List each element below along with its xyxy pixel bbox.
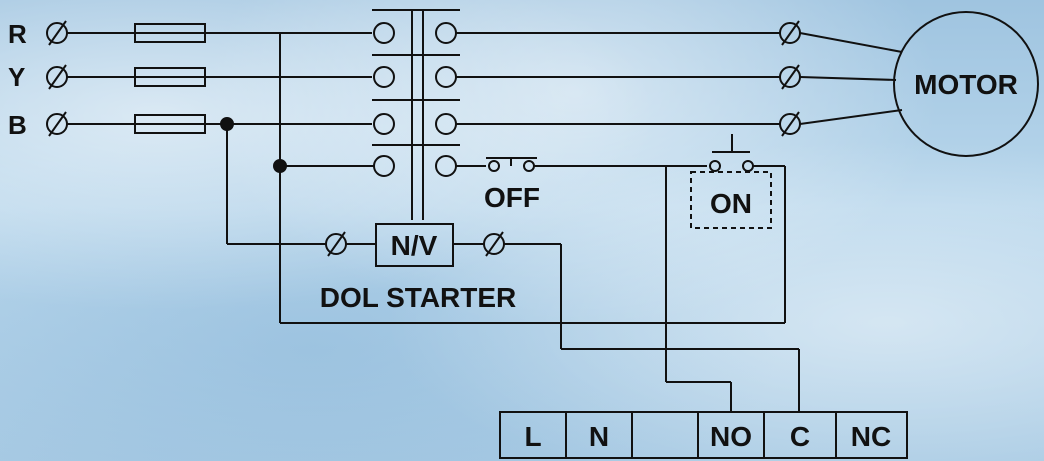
input-terminal-b bbox=[46, 111, 68, 137]
terminal-block bbox=[499, 411, 908, 459]
phase-label-y: Y bbox=[8, 62, 25, 92]
nv-terminal-left bbox=[325, 231, 347, 257]
input-terminal-y bbox=[46, 64, 68, 90]
dol-starter-label: DOL STARTER bbox=[320, 282, 517, 313]
motor bbox=[893, 11, 1039, 157]
off-pushbutton bbox=[486, 157, 537, 172]
nv-label: N/V bbox=[391, 230, 438, 261]
nv-terminal-right bbox=[483, 231, 505, 257]
terminal-no: NO bbox=[710, 421, 752, 452]
contactor bbox=[372, 9, 460, 220]
phase-label-r: R bbox=[8, 19, 27, 49]
off-label: OFF bbox=[484, 182, 540, 213]
terminal-l: L bbox=[524, 421, 541, 452]
on-label: ON bbox=[710, 188, 752, 219]
motor-terminal-1 bbox=[779, 20, 801, 46]
terminal-c: C bbox=[790, 421, 810, 452]
terminal-nc: NC bbox=[851, 421, 891, 452]
phase-label-b: B bbox=[8, 110, 27, 140]
on-pushbutton bbox=[690, 134, 772, 229]
motor-terminal-3 bbox=[779, 111, 801, 137]
input-terminal-r bbox=[46, 20, 68, 46]
motor-terminal-2 bbox=[779, 64, 801, 90]
motor-label: MOTOR bbox=[914, 69, 1018, 100]
junction-dot bbox=[273, 159, 287, 173]
terminal-n: N bbox=[589, 421, 609, 452]
